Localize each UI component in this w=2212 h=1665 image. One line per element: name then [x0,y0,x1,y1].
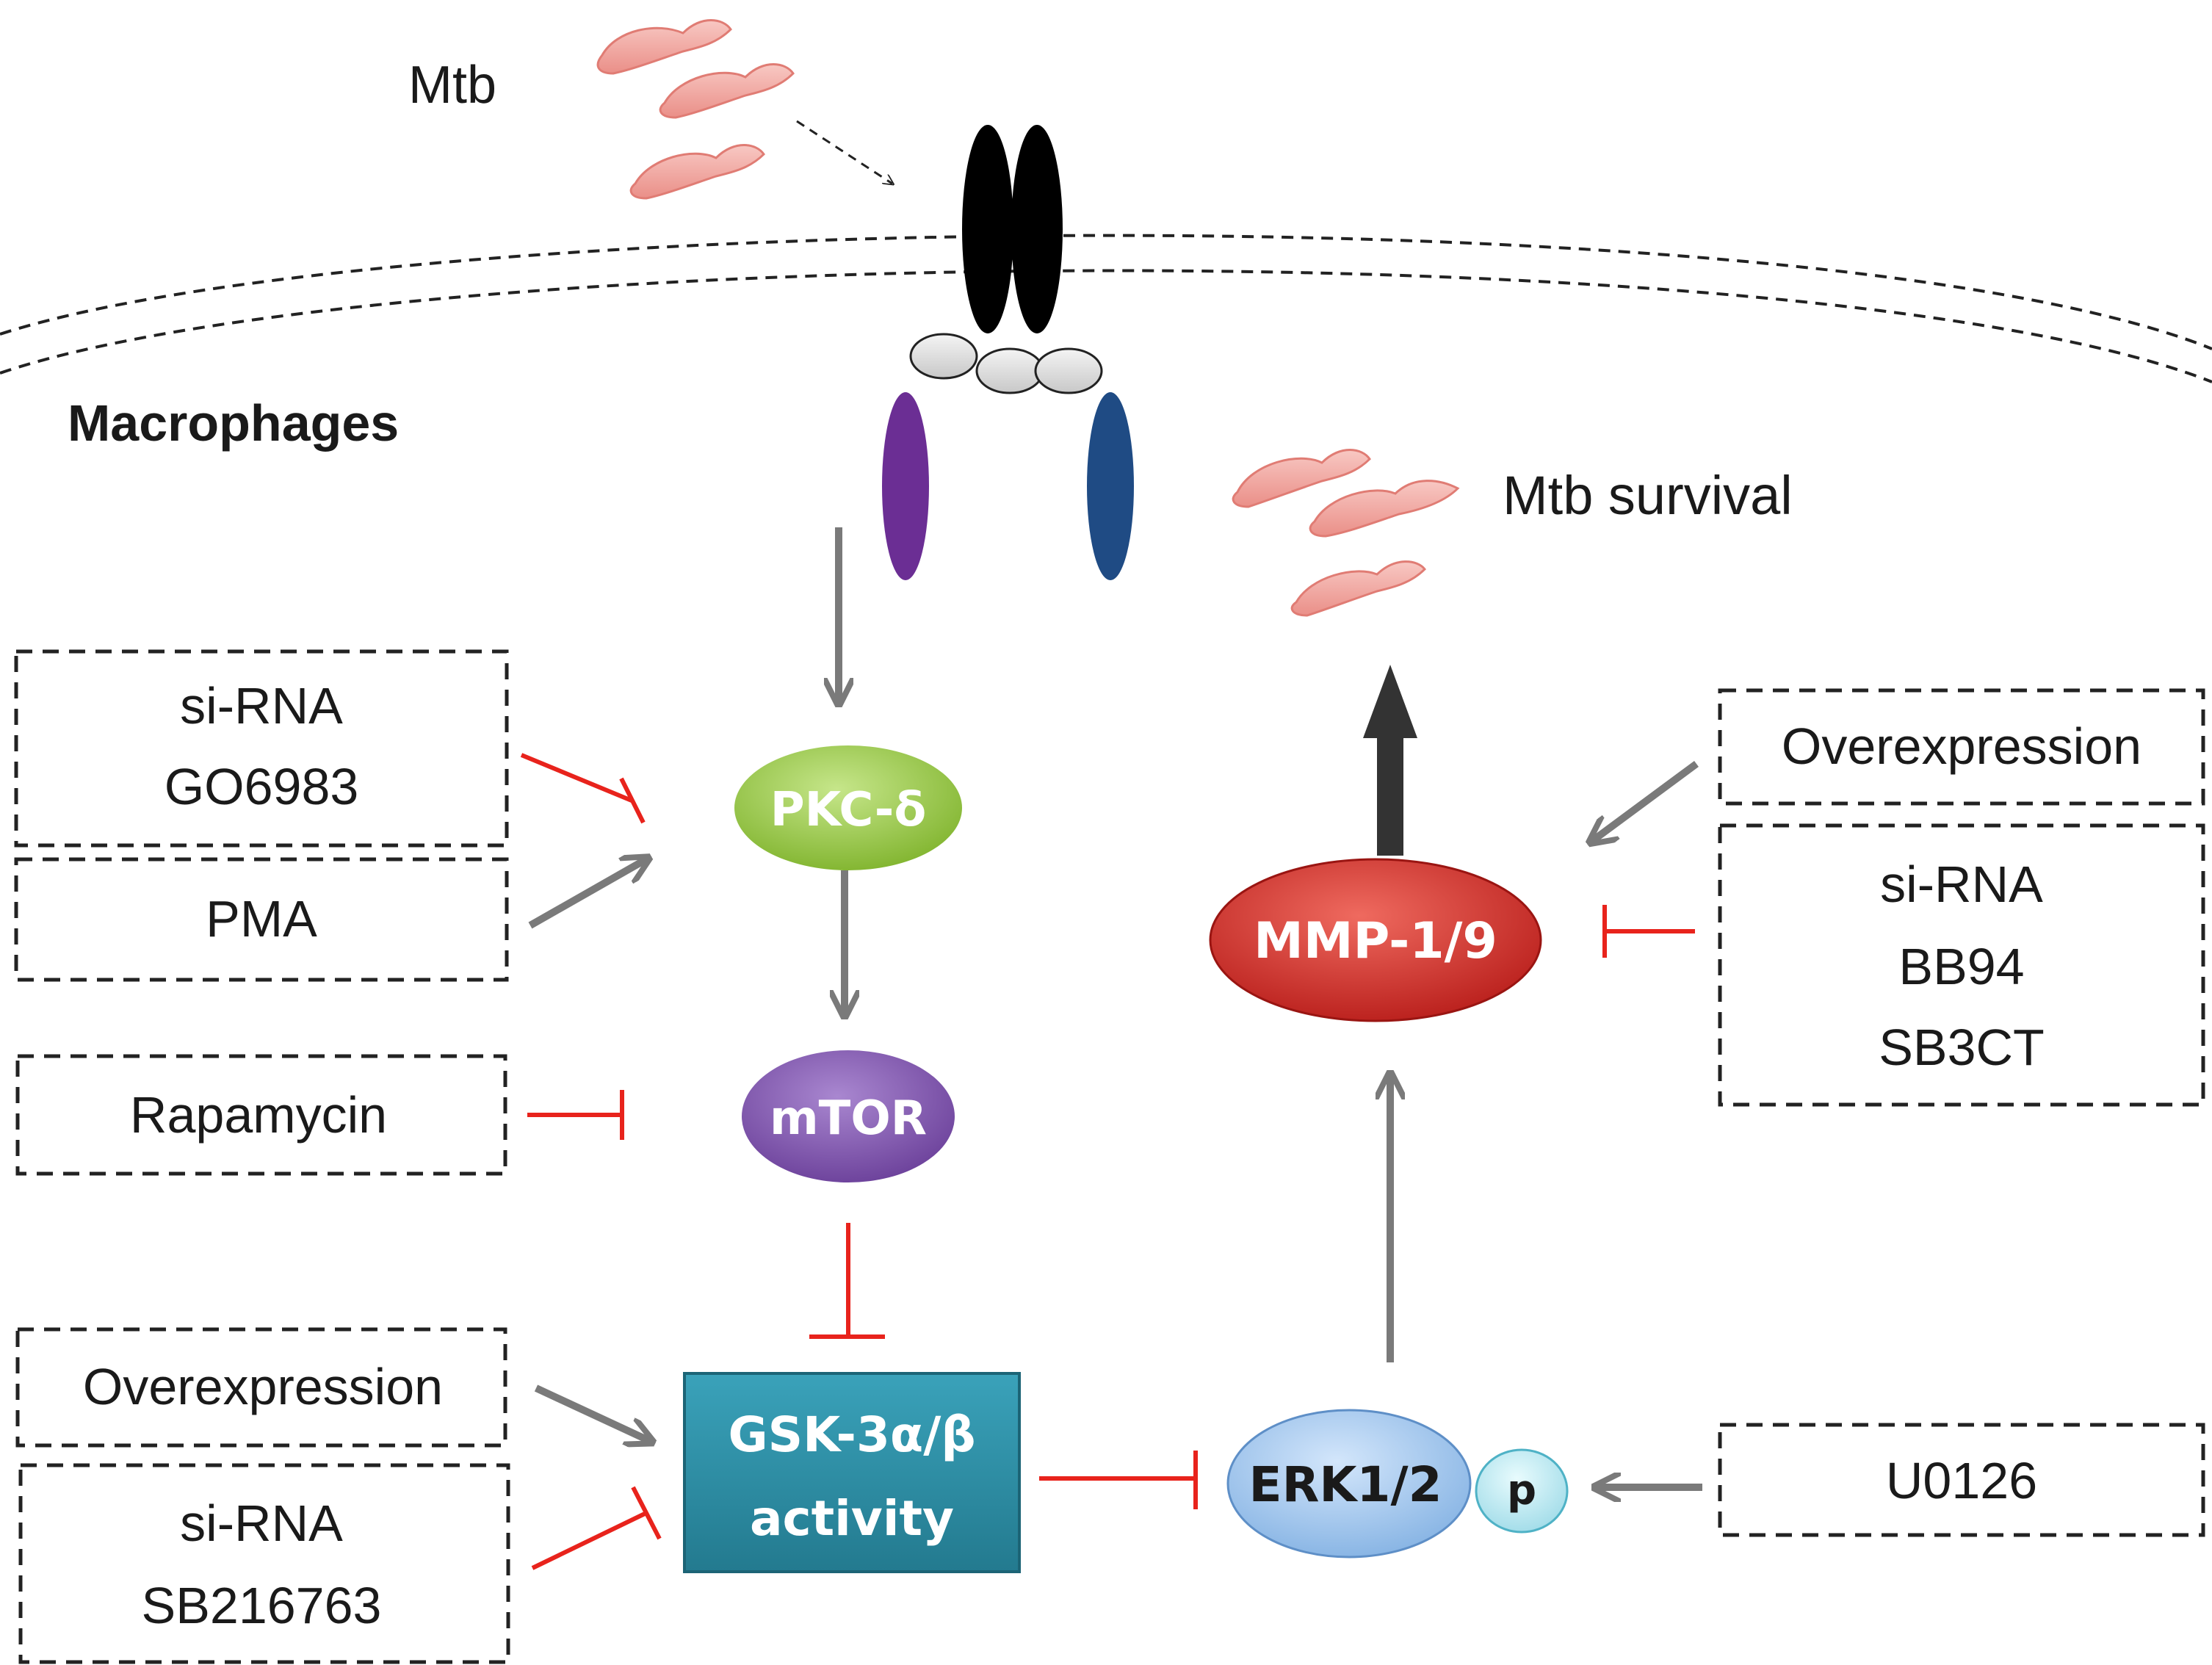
mmp-inhibitor-box [1718,823,2205,1107]
pkc-activator-pma: PMA [206,890,317,947]
mtb-label: Mtb [408,56,496,115]
mtb-bacterium [1309,480,1460,538]
mtb-bacterium [1290,560,1426,617]
mtor-inhibitor-rapamycin: Rapamycin [130,1086,387,1144]
mtb-bacterium [659,63,795,119]
mmp-label: MMP-1/9 [1254,912,1497,970]
pkc-inhibitor-sirna: si-RNA [180,677,343,734]
mtb-to-receptor-arrow [796,120,892,184]
pkc-delta-node [734,745,962,870]
erk-node [1226,1409,1472,1559]
sirna-go6983-inhibits-pkc [520,753,646,824]
erk-modulator-box [1718,1423,2205,1537]
mmp-inhibitor-bb94: BB94 [1898,938,2024,995]
mmp-inhibitor-sirna: si-RNA [1880,856,2043,913]
gsk3-label-line1: GSK-3α/β [728,1406,975,1463]
mtb-bacteria-group-top [596,19,795,200]
mtor-inhibits-gsk [809,1223,885,1339]
mtb-bacteria-group-survival [1232,449,1460,617]
erk-label: ERK1/2 [1248,1456,1442,1513]
receptor-linker-left [909,333,978,380]
mmp-to-survival-arrow [1363,665,1417,856]
mmp-inhibitor-sb3ct: SB3CT [1879,1019,2045,1076]
mtor-label: mTOR [770,1091,927,1146]
mmp-activator-overexpression: Overexpression [1782,718,2141,775]
overexpression-to-gsk-arrow [534,1384,650,1441]
gsk-inhibits-erk [1039,1451,1198,1509]
gsk-inhibitor-box [18,1463,510,1664]
mmp-node [1209,858,1542,1022]
gsk-inhibitor-sirna: si-RNA [180,1495,343,1552]
gsk-activator-overexpression: Overexpression [83,1358,443,1415]
rapamycin-inhibits-mtor [527,1090,624,1140]
receptor-complex [882,125,1134,580]
gsk-activator-box [15,1327,507,1448]
receptor-black-subunit-right [1011,125,1063,333]
receptor-black-subunit-left [962,125,1013,333]
mtb-bacterium [596,19,732,75]
gsk-inhibitor-sb216763: SB216763 [142,1577,382,1634]
mtb-bacterium [1232,449,1371,508]
mtor-node [742,1050,955,1182]
gsk3-node [683,1372,1021,1573]
receptor-linker-middle [975,347,1044,394]
cell-membrane [0,234,2212,383]
sirna-sb216763-inhibits-gsk [531,1486,662,1570]
pkc-inhibitor-go6983: GO6983 [165,758,359,815]
erk-modulator-u0126: U0126 [1886,1452,2037,1509]
sirna-bb94-sb3ct-inhibits-mmp [1602,905,1695,958]
phospho-node [1475,1448,1569,1534]
receptor-purple-tail [882,392,929,580]
macrophages-label: Macrophages [68,394,399,452]
overexpression-to-mmp-arrow [1592,760,1699,841]
mtor-inhibitor-box [15,1054,507,1176]
gsk3-label-line2: activity [750,1490,954,1547]
receptor-blue-tail [1087,392,1134,580]
pma-to-pkc-arrow [528,859,646,929]
pkc-inhibitor-box [14,649,509,848]
mtb-survival-label: Mtb survival [1503,465,1793,526]
receptor-linker-right [1034,347,1103,394]
phospho-label: p [1507,1467,1536,1514]
mtb-bacterium [629,144,765,200]
pkc-delta-label: PKC-δ [770,783,927,837]
mmp-activator-box [1718,688,2205,806]
pkc-activator-box [14,857,509,982]
